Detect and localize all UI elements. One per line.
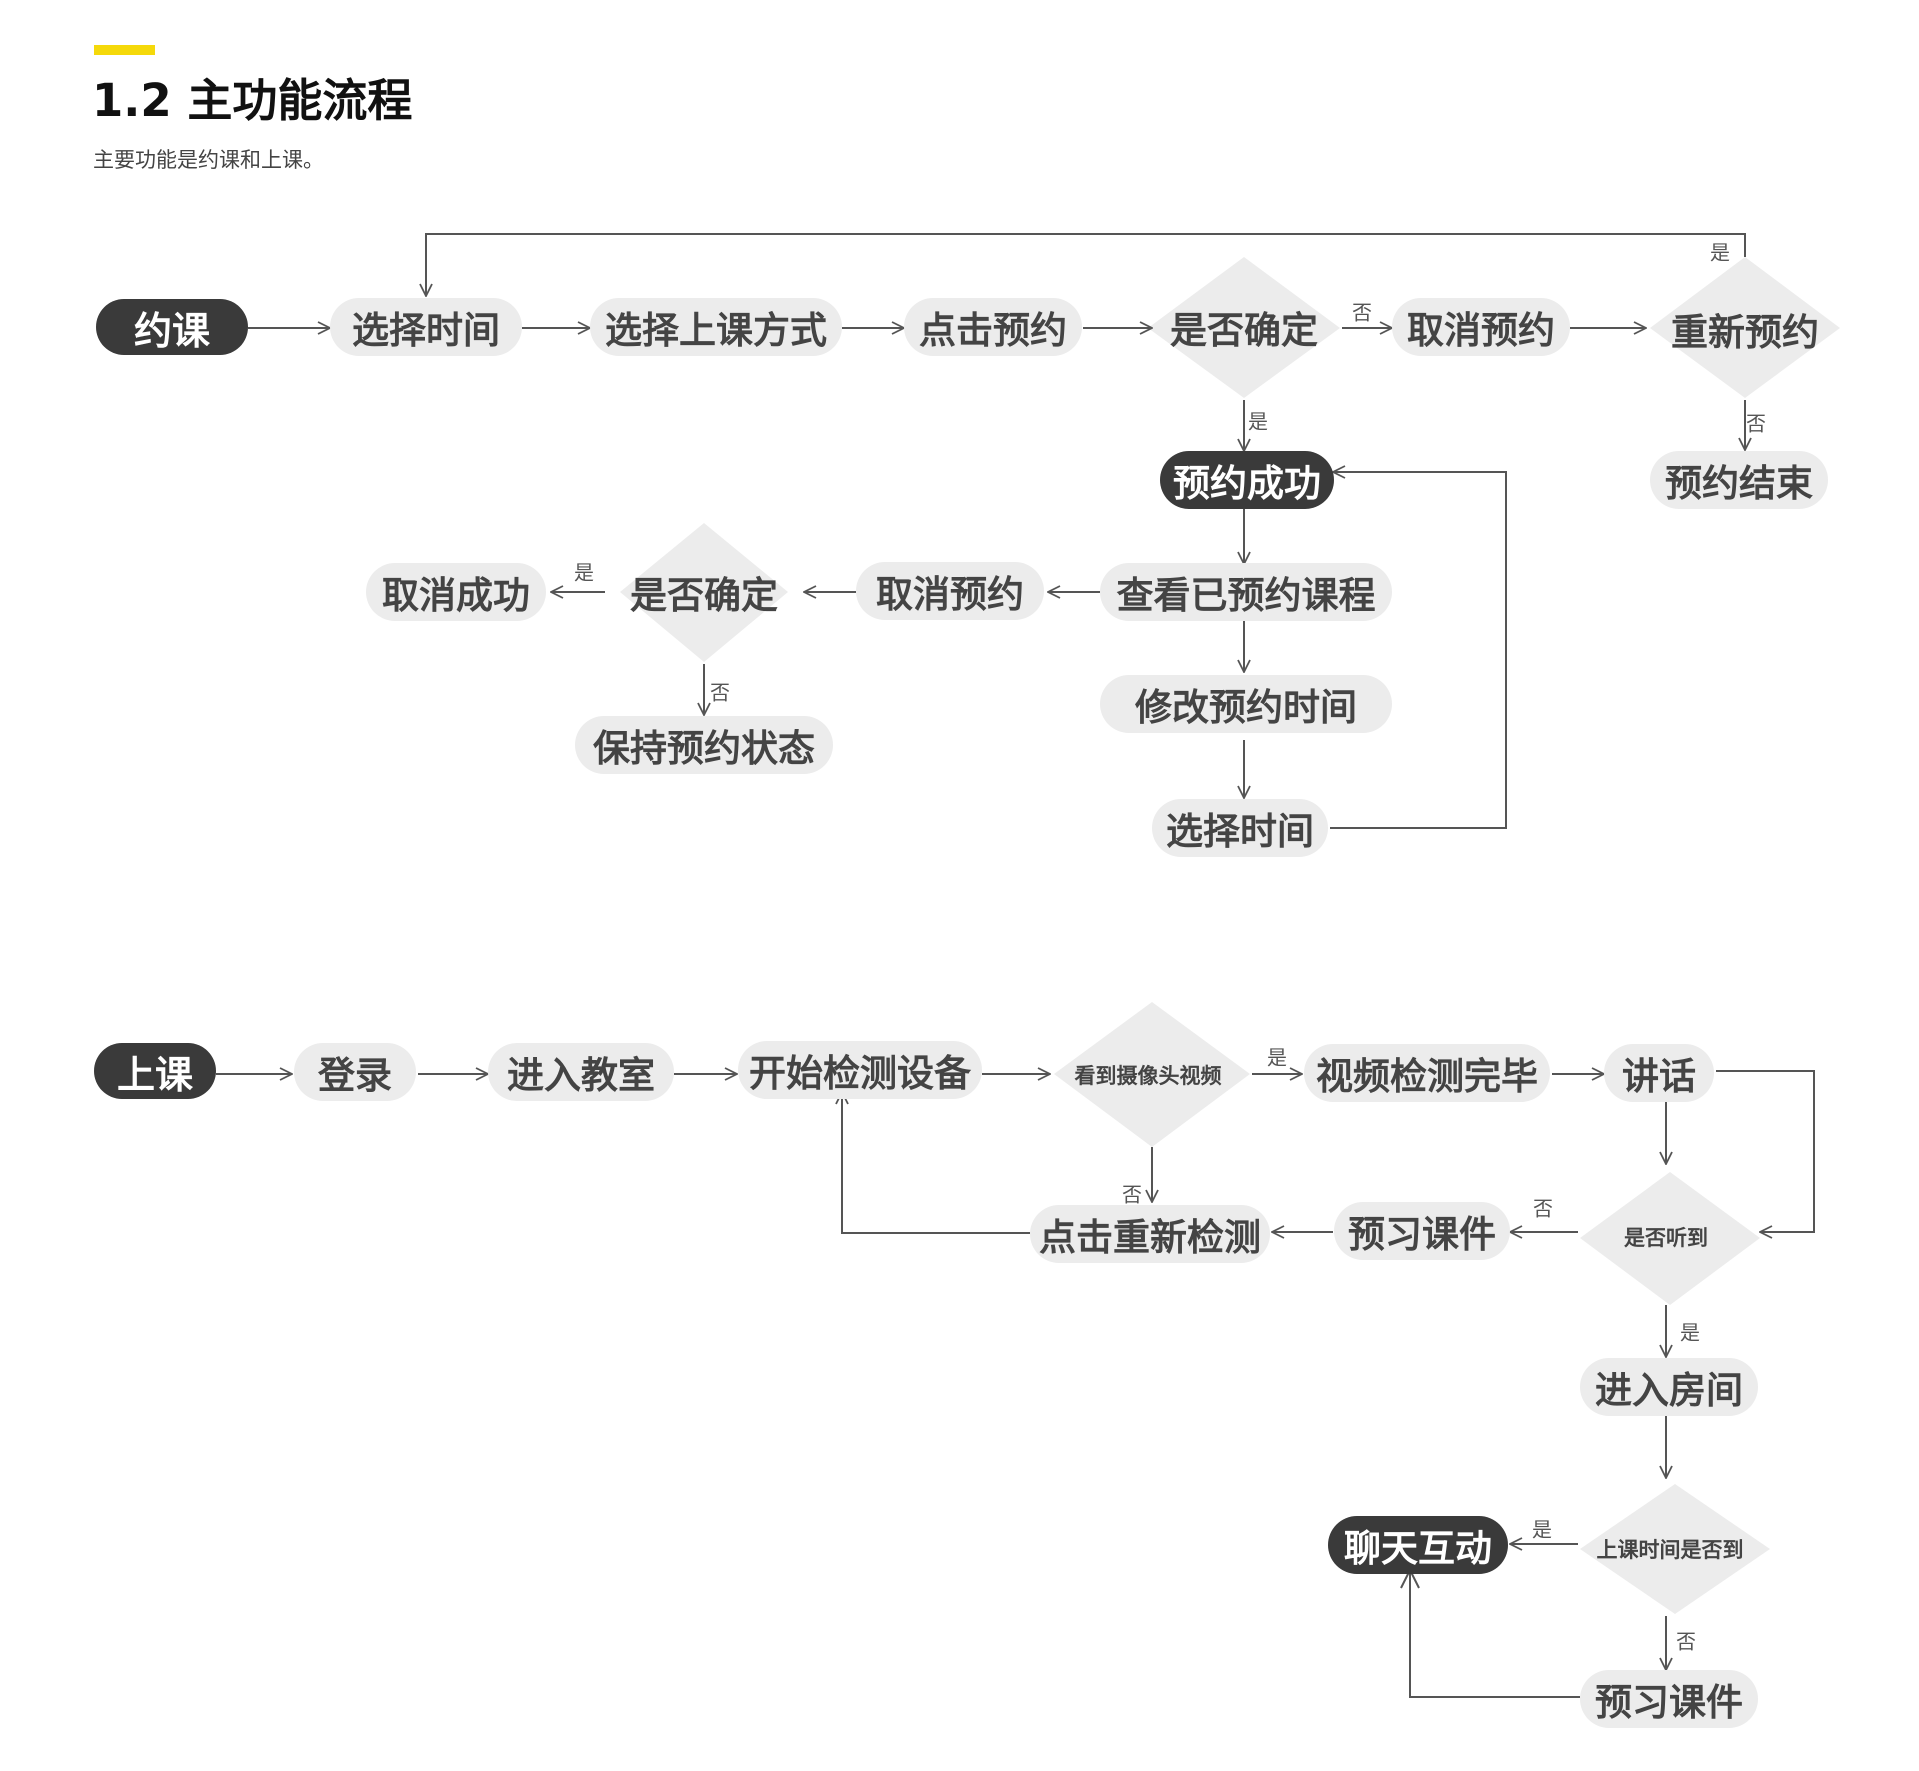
label-yes-confirm-1: 是 bbox=[1248, 409, 1268, 434]
node-preview-1: 预习课件 bbox=[1334, 1202, 1510, 1260]
node-shangke: 上课 bbox=[94, 1043, 216, 1099]
node-recheck: 点击重新检测 bbox=[1030, 1205, 1270, 1263]
node-confirm-2: 是否确定 bbox=[630, 574, 778, 617]
node-preview-2: 预习课件 bbox=[1580, 1670, 1758, 1728]
title-accent-bar bbox=[94, 45, 155, 55]
diamond-confirm-1 bbox=[1148, 257, 1340, 398]
node-confirm-1: 是否确定 bbox=[1170, 309, 1318, 352]
label-no-camera: 否 bbox=[1122, 1182, 1142, 1207]
diamond-heard bbox=[1580, 1172, 1760, 1305]
node-book-success: 预约成功 bbox=[1160, 451, 1334, 509]
node-rebook: 重新预约 bbox=[1671, 311, 1819, 354]
label-no-time: 否 bbox=[1676, 1629, 1696, 1654]
node-modify-time: 修改预约时间 bbox=[1100, 675, 1392, 733]
diamond-time-reached bbox=[1580, 1484, 1770, 1614]
node-heard: 是否听到 bbox=[1624, 1226, 1708, 1250]
diamond-see-camera bbox=[1054, 1002, 1250, 1147]
label-no-rebook: 否 bbox=[1746, 411, 1766, 436]
node-cancel-book-2: 取消预约 bbox=[856, 562, 1044, 620]
page-title: 1.2 主功能流程 bbox=[92, 74, 413, 127]
label-yes-heard: 是 bbox=[1680, 1320, 1700, 1345]
node-see-camera: 看到摄像头视频 bbox=[1074, 1064, 1222, 1088]
node-enter-room: 进入房间 bbox=[1580, 1358, 1758, 1416]
node-chat: 聊天互动 bbox=[1328, 1516, 1508, 1574]
node-click-book: 点击预约 bbox=[904, 298, 1082, 356]
label-no-confirm-2: 否 bbox=[710, 680, 730, 705]
node-speak: 讲话 bbox=[1604, 1044, 1714, 1102]
node-keep-status: 保持预约状态 bbox=[575, 716, 833, 774]
node-choose-time-2: 选择时间 bbox=[1152, 799, 1328, 857]
node-book-end: 预约结束 bbox=[1650, 451, 1828, 509]
label-yes-camera: 是 bbox=[1267, 1045, 1287, 1070]
node-login: 登录 bbox=[294, 1043, 416, 1101]
label-yes-confirm-2: 是 bbox=[574, 560, 594, 585]
label-no-heard: 否 bbox=[1533, 1196, 1553, 1221]
node-choose-mode: 选择上课方式 bbox=[590, 298, 842, 356]
node-start-check: 开始检测设备 bbox=[738, 1041, 982, 1099]
node-video-done: 视频检测完毕 bbox=[1304, 1044, 1550, 1102]
page-subtitle: 主要功能是约课和上课。 bbox=[93, 148, 324, 172]
node-view-booked: 查看已预约课程 bbox=[1100, 563, 1392, 621]
node-choose-time-1: 选择时间 bbox=[330, 298, 522, 356]
label-no-confirm-1: 否 bbox=[1352, 300, 1372, 325]
diamond-confirm-2 bbox=[620, 523, 788, 662]
node-cancel-success: 取消成功 bbox=[366, 563, 546, 621]
diamond-rebook bbox=[1650, 257, 1840, 398]
node-time-reached: 上课时间是否到 bbox=[1596, 1538, 1744, 1562]
node-cancel-book-1: 取消预约 bbox=[1392, 298, 1570, 356]
node-yueke: 约课 bbox=[96, 299, 248, 355]
label-yes-time: 是 bbox=[1532, 1517, 1552, 1542]
label-yes-rebook-loop: 是 bbox=[1710, 240, 1730, 265]
node-enter-classroom: 进入教室 bbox=[488, 1043, 674, 1101]
